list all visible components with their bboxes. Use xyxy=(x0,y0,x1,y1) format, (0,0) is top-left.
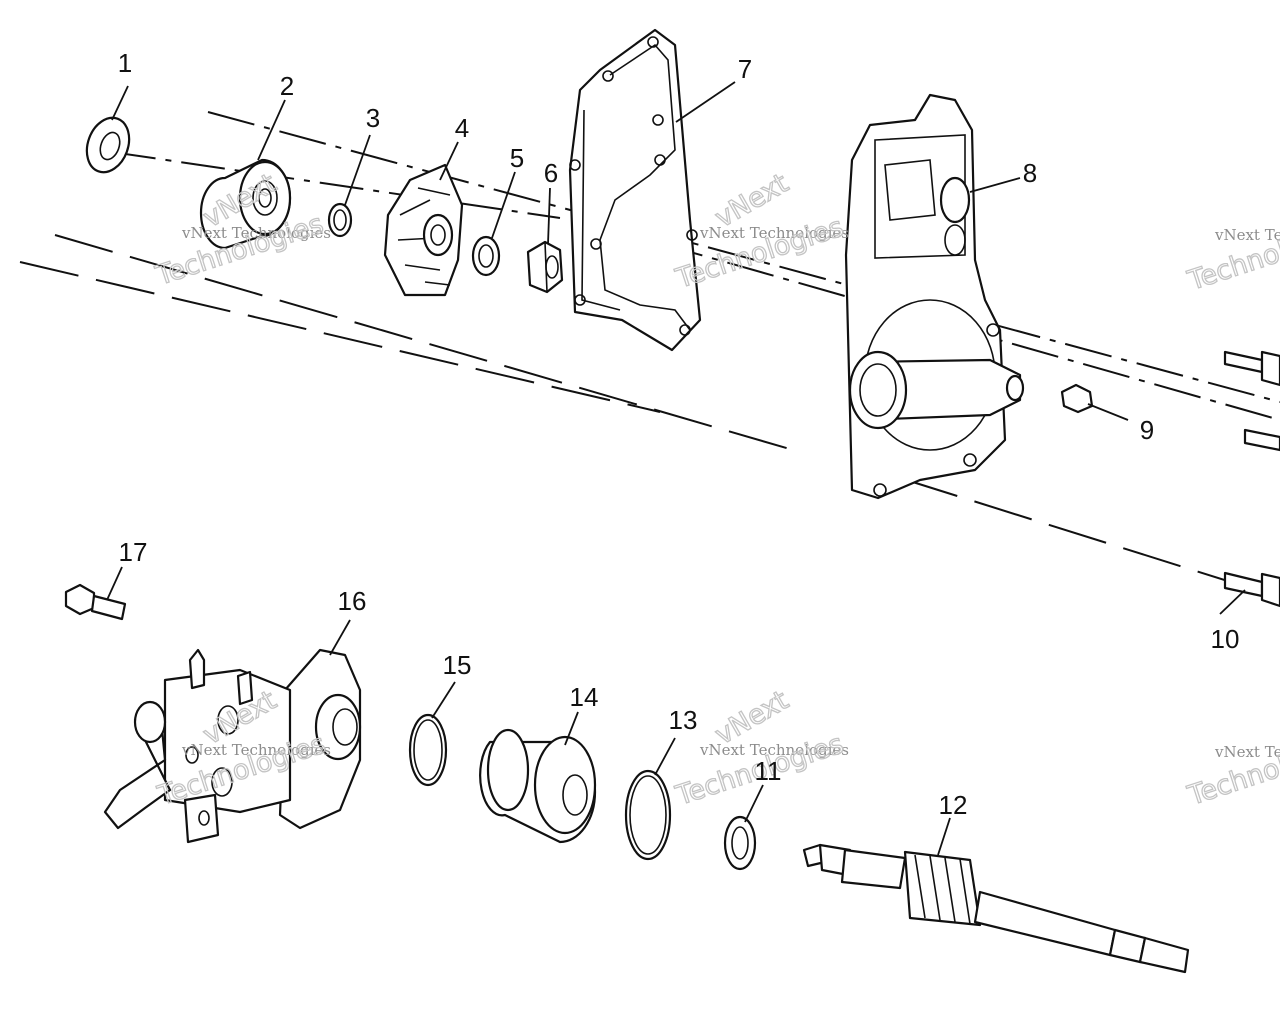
callout-7[interactable]: 7 xyxy=(738,54,752,84)
part-16-oil-pump[interactable] xyxy=(103,648,362,844)
axis-lines xyxy=(19,111,1280,589)
callout-15[interactable]: 15 xyxy=(443,650,472,680)
part-1-seal[interactable] xyxy=(80,112,137,178)
watermark-text: Technologies xyxy=(1184,729,1280,812)
part-7-gasket[interactable] xyxy=(568,28,702,352)
callout-6[interactable]: 6 xyxy=(544,158,558,188)
part-15-o-ring[interactable] xyxy=(408,713,448,787)
part-9-plug[interactable] xyxy=(1060,383,1094,414)
callout-14[interactable]: 14 xyxy=(570,682,599,712)
callout-3[interactable]: 3 xyxy=(366,103,380,133)
part-2-bearing[interactable] xyxy=(199,158,292,250)
callout-17[interactable]: 17 xyxy=(119,537,148,567)
callout-4[interactable]: 4 xyxy=(455,113,469,143)
part-4-impeller[interactable] xyxy=(383,163,464,297)
part-6-nut[interactable] xyxy=(526,240,564,294)
part-bolt-upper[interactable] xyxy=(1223,350,1280,387)
callout-8[interactable]: 8 xyxy=(1023,158,1037,188)
part-13-o-ring[interactable] xyxy=(624,769,672,861)
watermark-text: vNext Technologies xyxy=(1214,743,1280,761)
part-12-shaft[interactable] xyxy=(802,843,1190,974)
part-11-washer[interactable] xyxy=(723,815,757,871)
part-14-bushing[interactable] xyxy=(479,728,597,844)
callout-5[interactable]: 5 xyxy=(510,143,524,173)
watermark-text: vNext Technologies xyxy=(699,224,849,242)
part-3-washer[interactable] xyxy=(327,202,353,238)
watermark-text: vNext Technologies xyxy=(181,224,331,242)
leader-lines xyxy=(106,81,1246,856)
callout-10[interactable]: 10 xyxy=(1211,624,1240,654)
watermark-text: vNext Technologies xyxy=(1214,226,1280,244)
callout-9[interactable]: 9 xyxy=(1140,415,1154,445)
watermark-text: vNext Technologies xyxy=(181,741,331,759)
callout-2[interactable]: 2 xyxy=(280,71,294,101)
callout-1[interactable]: 1 xyxy=(118,48,132,78)
watermark-text: vNext Technologies xyxy=(699,741,849,759)
callout-16[interactable]: 16 xyxy=(338,586,367,616)
callout-11[interactable]: 11 xyxy=(755,756,782,786)
callout-labels: 1 2 3 4 5 6 7 8 9 10 11 12 13 14 15 16 1… xyxy=(118,48,1240,820)
part-10-bolt[interactable] xyxy=(1223,571,1280,608)
callout-12[interactable]: 12 xyxy=(939,790,968,820)
part-5-washer[interactable] xyxy=(471,235,501,277)
part-17-bolt[interactable] xyxy=(64,583,127,621)
part-8-pump-cover[interactable] xyxy=(844,93,1025,500)
callout-13[interactable]: 13 xyxy=(669,705,698,735)
part-bolt-middle[interactable] xyxy=(1243,428,1280,452)
